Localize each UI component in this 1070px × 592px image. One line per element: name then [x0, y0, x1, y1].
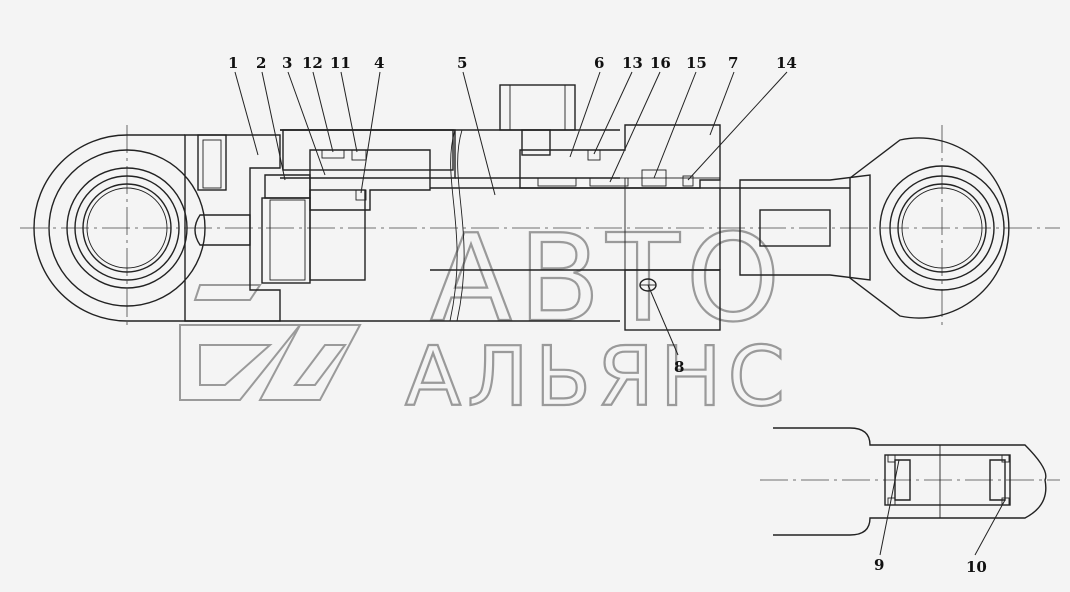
callout-4: 4 [374, 54, 384, 72]
callout-1: 1 [228, 54, 238, 72]
callout-13: 13 [622, 54, 643, 72]
leader-lines [234, 71, 1006, 556]
callout-9: 9 [874, 556, 884, 574]
seal-14 [682, 175, 694, 187]
callout-14: 14 [776, 54, 797, 72]
detail-view [760, 427, 1060, 536]
seal-11 [351, 149, 367, 161]
callout-8: 8 [674, 358, 684, 376]
front-cap-6-7 [519, 124, 721, 331]
callout-7: 7 [728, 54, 738, 72]
seal-16 [589, 177, 629, 187]
watermark-line-1: АВТО [430, 210, 786, 349]
watermark-line-2: АЛЬЯНС [405, 330, 791, 425]
callout-10: 10 [966, 558, 987, 576]
port-fitting [499, 84, 576, 156]
callout-15: 15 [686, 54, 707, 72]
callout-11: 11 [330, 54, 351, 72]
piston-3 [261, 149, 431, 284]
seal-15 [641, 169, 667, 187]
callout-6: 6 [594, 54, 604, 72]
callout-3: 3 [282, 54, 292, 72]
callout-12: 12 [302, 54, 323, 72]
rod-end-eye [739, 137, 1010, 319]
watermark-logo-mark [179, 284, 362, 401]
seal-guide [537, 177, 577, 187]
callout-5: 5 [457, 54, 467, 72]
callout-16: 16 [650, 54, 671, 72]
callout-2: 2 [256, 54, 266, 72]
seal-13 [587, 149, 601, 161]
left-eye [33, 134, 206, 322]
